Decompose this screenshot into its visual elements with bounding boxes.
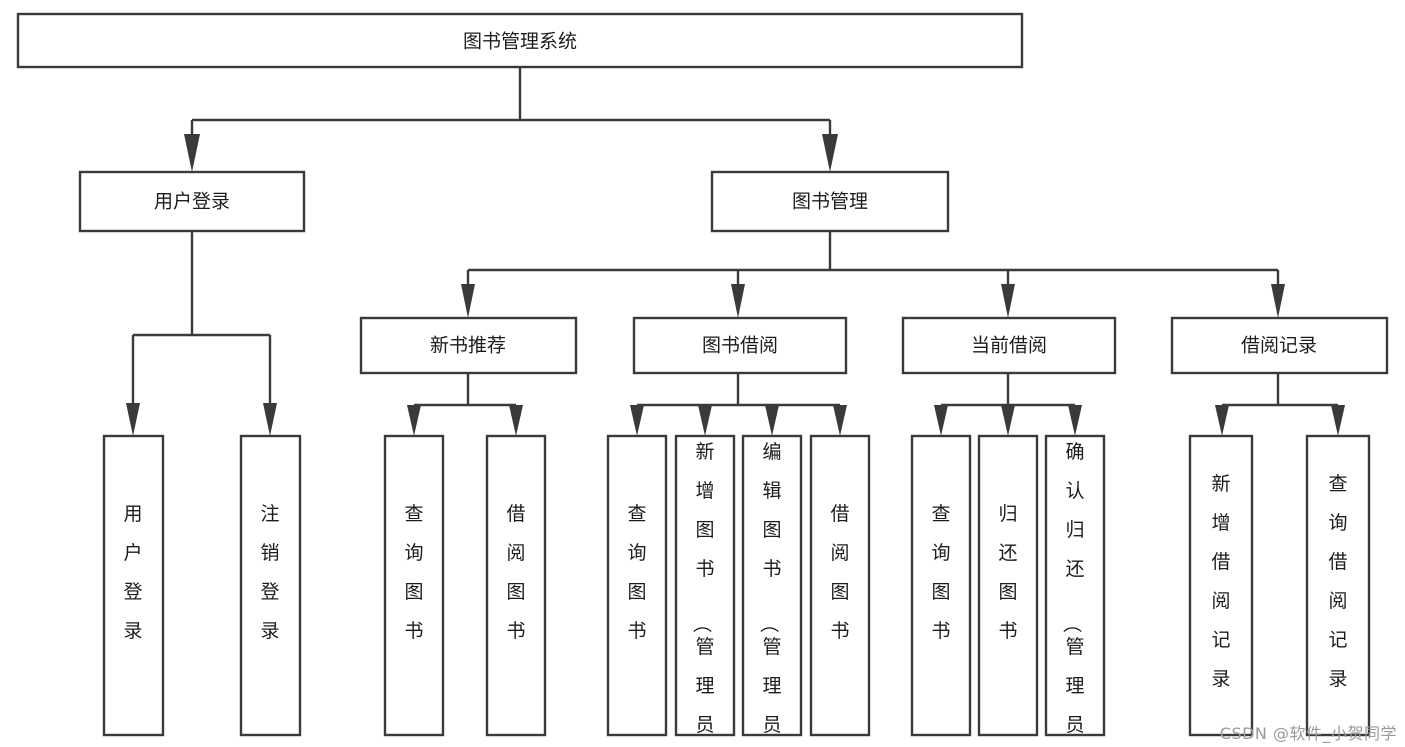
arrowhead-borrow-record xyxy=(1271,284,1285,318)
leaf-add-book[interactable]: 新增图书（管理员） xyxy=(674,434,736,747)
node-book-manage-box[interactable] xyxy=(710,170,950,233)
leaf-user-logout-label: 注销登录 xyxy=(260,503,279,642)
node-current-borrow-label: 当前借阅 xyxy=(971,335,1047,357)
leaf-confirm-return-box[interactable] xyxy=(1044,434,1106,737)
leaf-user-logout[interactable]: 注销登录 xyxy=(239,434,302,737)
node-root-box[interactable] xyxy=(16,12,1024,69)
arrowhead-leaf-edit-book xyxy=(765,405,779,436)
arrowhead-leaf-query-book-3 xyxy=(934,405,948,436)
leaf-borrow-book-2-box[interactable] xyxy=(809,434,871,737)
node-user-login-label: 用户登录 xyxy=(154,191,230,213)
arrowhead-current-borrow xyxy=(1001,284,1015,318)
leaf-query-book-1-label: 查询图书 xyxy=(404,503,423,642)
leaf-query-book-2[interactable]: 查询图书 xyxy=(606,434,668,737)
node-current-borrow-box[interactable] xyxy=(901,316,1117,375)
node-book-manage[interactable]: 图书管理 xyxy=(710,170,950,233)
arrowhead-leaf-user-logout xyxy=(263,403,277,436)
node-user-login-box[interactable] xyxy=(78,170,306,233)
node-borrow-record[interactable]: 借阅记录 xyxy=(1170,316,1389,375)
node-book-borrow[interactable]: 图书借阅 xyxy=(632,316,848,375)
leaf-return-book-box[interactable] xyxy=(977,434,1039,737)
leaf-confirm-return-label: 确认归还（管理员） xyxy=(1060,441,1084,747)
leaf-query-book-3-label: 查询图书 xyxy=(931,503,950,642)
leaf-add-book-box[interactable] xyxy=(674,434,736,737)
node-root[interactable]: 图书管理系统 xyxy=(16,12,1024,69)
leaf-query-record-box[interactable] xyxy=(1305,434,1371,737)
leaf-add-record-box[interactable] xyxy=(1188,434,1254,737)
leaf-add-book-label: 新增图书（管理员） xyxy=(690,441,714,747)
arrowhead-leaf-user-login xyxy=(126,403,140,436)
csdn-watermark: CSDN @软件_小贺同学 xyxy=(1219,724,1397,743)
leaf-add-record-label: 新增借阅记录 xyxy=(1211,473,1230,690)
leaf-borrow-book-1-box[interactable] xyxy=(485,434,547,737)
arrowhead-leaf-add-book xyxy=(698,405,712,436)
leaf-query-book-1[interactable]: 查询图书 xyxy=(383,434,445,737)
connectors-group xyxy=(126,67,1345,436)
leaf-borrow-book-2-label: 借阅图书 xyxy=(830,503,849,642)
leaf-user-login-box[interactable] xyxy=(102,434,165,737)
leaf-query-record[interactable]: 查询借阅记录 xyxy=(1305,434,1371,737)
arrowhead-leaf-borrow-book-1 xyxy=(509,405,523,436)
leaf-user-logout-box[interactable] xyxy=(239,434,302,737)
node-book-manage-label: 图书管理 xyxy=(792,191,868,213)
leaf-borrow-book-1-label: 借阅图书 xyxy=(506,503,525,642)
node-book-borrow-box[interactable] xyxy=(632,316,848,375)
arrowhead-leaf-query-record xyxy=(1331,405,1345,436)
leaf-edit-book-label: 编辑图书（管理员） xyxy=(757,441,781,747)
arrowhead-leaf-return-book xyxy=(1001,405,1015,436)
leaf-return-book[interactable]: 归还图书 xyxy=(977,434,1039,737)
node-new-book-rec[interactable]: 新书推荐 xyxy=(359,316,578,375)
leaf-edit-book-box[interactable] xyxy=(741,434,803,737)
arrowhead-leaf-query-book-2 xyxy=(630,405,644,436)
leaf-borrow-book-2[interactable]: 借阅图书 xyxy=(809,434,871,737)
leaf-query-book-1-box[interactable] xyxy=(383,434,445,737)
leaf-edit-book[interactable]: 编辑图书（管理员） xyxy=(741,434,803,747)
leaf-borrow-book-1[interactable]: 借阅图书 xyxy=(485,434,547,737)
leaf-user-login-label: 用户登录 xyxy=(123,503,142,642)
arrowhead-leaf-confirm-return xyxy=(1068,405,1082,436)
arrowhead-user-login xyxy=(184,134,200,172)
node-borrow-record-box[interactable] xyxy=(1170,316,1389,375)
node-new-book-rec-box[interactable] xyxy=(359,316,578,375)
arrowhead-leaf-add-record xyxy=(1215,405,1229,436)
arrowhead-book-manage xyxy=(822,134,838,172)
node-book-borrow-label: 图书借阅 xyxy=(702,335,778,357)
node-new-book-rec-label: 新书推荐 xyxy=(430,335,506,357)
arrowhead-leaf-borrow-book-2 xyxy=(833,405,847,436)
leaf-query-book-2-box[interactable] xyxy=(606,434,668,737)
node-user-login[interactable]: 用户登录 xyxy=(78,170,306,233)
node-current-borrow[interactable]: 当前借阅 xyxy=(901,316,1117,375)
leaf-query-record-label: 查询借阅记录 xyxy=(1328,473,1347,690)
node-root-label: 图书管理系统 xyxy=(463,31,577,53)
leaf-query-book-3-box[interactable] xyxy=(910,434,972,737)
arrowhead-book-borrow xyxy=(731,284,745,318)
leaf-query-book-2-label: 查询图书 xyxy=(627,503,646,642)
arrowhead-leaf-query-book-1 xyxy=(407,405,421,436)
leaf-return-book-label: 归还图书 xyxy=(998,503,1017,642)
arrowhead-new-book-rec xyxy=(461,284,475,318)
node-borrow-record-label: 借阅记录 xyxy=(1241,335,1317,357)
leaf-query-book-3[interactable]: 查询图书 xyxy=(910,434,972,737)
leaf-user-login[interactable]: 用户登录 xyxy=(102,434,165,737)
leaf-add-record[interactable]: 新增借阅记录 xyxy=(1188,434,1254,737)
leaf-confirm-return[interactable]: 确认归还（管理员） xyxy=(1044,434,1106,747)
